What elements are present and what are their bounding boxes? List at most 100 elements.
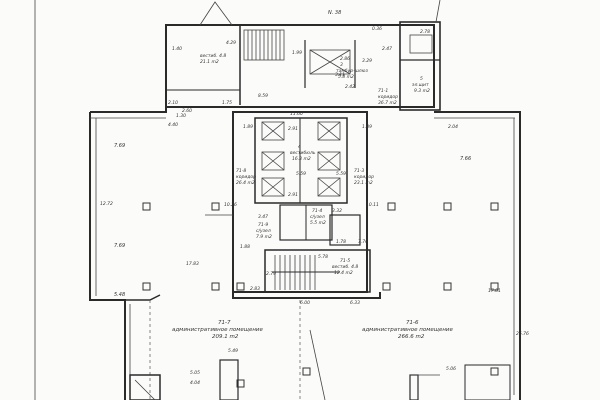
dim-549: 5.49	[228, 348, 238, 354]
room-label-line: 71-1	[378, 88, 388, 94]
top-core-block	[165, 0, 441, 111]
room-corridor-71-8: 71-8 коридор 26.4 m2	[236, 168, 257, 186]
dim-2676: 26.76	[516, 331, 529, 337]
dim-189-left: 1.89	[243, 124, 253, 130]
dim-291-top: 2.91	[288, 126, 298, 132]
room-label-line: 71-5	[340, 258, 350, 264]
room-label-line: административное помещение	[172, 327, 263, 333]
room-airlock: 3 тамбур-шлюз 5.8 m2	[336, 62, 369, 80]
dim-311: 3.11	[335, 72, 345, 78]
room-label-line: вестиб. 4.8	[332, 264, 358, 270]
partitions	[205, 214, 381, 400]
room-admin-71-6: 71-6 административное помещение 266.6 m2	[362, 320, 455, 340]
dim-210: 2.10	[168, 100, 178, 106]
room-label-line: 71-6	[406, 320, 419, 326]
room-label-line: коридор	[354, 175, 374, 180]
room-label-line: 12.4 m2	[334, 270, 353, 276]
dim-766: 7.66	[460, 156, 471, 162]
room-label-line: с/узел	[310, 214, 325, 220]
dim-175: 1.75	[222, 100, 232, 106]
room-label-line: 5.8 m2	[338, 74, 354, 80]
dim-140: 1.40	[172, 46, 182, 52]
room-label-line: 7.9 m2	[256, 234, 272, 240]
room-admin-71-7: 71-7 административное помещение 209.1 m2	[172, 320, 265, 340]
structural-columns	[142, 202, 499, 388]
room-label-line: 26.4 m2	[236, 180, 255, 186]
room-label-line: тамбур-шлюз	[336, 68, 368, 74]
dim-505: 5.05	[190, 370, 200, 376]
dim-291-bottom: 2.91	[288, 192, 298, 198]
dimension-labels: N. 38 4.29 1.40 0.36 2.86 2.47 2.78 1.99…	[100, 10, 529, 386]
room-label-line: 9.3 m2	[414, 88, 430, 94]
dim-776: 7.76	[358, 239, 368, 245]
dim-548: 5.48	[114, 292, 125, 298]
room-wc-71-4: 71-4 с/узел 5.5 m2	[310, 208, 326, 226]
dim-286: 2.86	[340, 56, 350, 62]
room-labels: вестиб. 4.8 21.1 m2 3 тамбур-шлюз 5.8 m2…	[172, 53, 455, 340]
dim-130: 1.30	[176, 113, 186, 119]
room-label-line: 71-8	[236, 168, 246, 174]
room-label-line: вестибюль	[290, 150, 316, 156]
dim-440: 4.40	[168, 122, 178, 128]
dim-769-top: 7.69	[114, 143, 125, 149]
room-label-line: 71-9	[258, 222, 268, 228]
room-label-line: 4	[298, 144, 301, 150]
dim-279: 2.79	[266, 271, 276, 277]
dim-1026: 10.26	[224, 202, 237, 208]
dim-332: 3.32	[332, 208, 342, 214]
room-corridor-71-1: 71-1 коридор 36.7 m2	[378, 88, 399, 106]
room-label-line: 3	[340, 62, 343, 68]
dim-1783: 17.83	[186, 261, 199, 267]
dim-1781: 17.81	[488, 288, 501, 294]
building-outline	[89, 100, 521, 400]
room-label-line: 5.5 m2	[310, 220, 326, 226]
room-label-line: с/узел	[256, 228, 271, 234]
dim-178: 1.78	[336, 239, 346, 245]
dim-188: 1.88	[240, 244, 250, 250]
room-label-line: коридор	[378, 95, 398, 100]
dim-329: 3.29	[362, 58, 372, 64]
dim-769-bottom: 7.69	[114, 243, 125, 249]
dim-247: 2.47	[382, 46, 392, 52]
dim-559-left: 5.59	[296, 171, 306, 177]
room-label-line: коридор	[236, 175, 256, 180]
dim-859: 8.59	[258, 93, 268, 99]
top-mark: N. 38	[328, 10, 341, 16]
dim-283: 2.83	[250, 286, 260, 292]
dim-559-right: 5.59	[336, 171, 346, 177]
bottom-features	[129, 359, 511, 400]
dim-189-right: 1.89	[362, 124, 372, 130]
room-label-line: 23.1 m2	[354, 180, 373, 186]
room-label-line: вестиб. 4.8	[200, 53, 226, 59]
room-label-line: 209.1 m2	[212, 334, 239, 340]
dim-347: 3.47	[258, 214, 268, 220]
dim-204: 2.04	[448, 124, 458, 130]
dim-600: 6.00	[300, 300, 310, 306]
room-vestibule-71-5: 71-5 вестиб. 4.8 12.4 m2	[332, 258, 360, 276]
room-electrical: 5 эл.щит 9.3 m2	[412, 76, 430, 94]
dim-506: 5.06	[446, 366, 456, 372]
room-label-line: административное помещение	[362, 327, 453, 333]
room-corridor-71-3: 71-3 коридор 23.1 m2	[354, 168, 375, 186]
room-label-line: 5	[420, 76, 423, 82]
room-label-line: 266.6 m2	[398, 334, 425, 340]
dim-404: 4.04	[190, 380, 200, 386]
room-label-line: 71-3	[354, 168, 364, 174]
room-lobby: 4 вестибюль 16.3 m2	[290, 144, 317, 162]
dim-036: 0.36	[372, 26, 382, 32]
room-label-line: 21.1 m2	[200, 59, 219, 65]
dim-1011: 10.11	[366, 202, 379, 208]
dim-260: 2.60	[182, 108, 192, 114]
room-label-line: 16.3 m2	[292, 156, 311, 162]
room-label-line: 71-7	[218, 320, 231, 326]
dim-429: 4.29	[226, 40, 236, 46]
room-wc-71-9: 71-9 с/узел 7.9 m2	[256, 222, 272, 240]
dim-242: 2.42	[345, 84, 355, 90]
dim-199: 1.99	[292, 50, 302, 56]
dim-633: 6.33	[350, 300, 360, 306]
dim-1160: 11.60	[290, 111, 303, 117]
central-core	[232, 111, 371, 293]
room-label-line: 71-4	[312, 208, 322, 214]
room-vestibule-top: вестиб. 4.8 21.1 m2	[200, 53, 228, 65]
